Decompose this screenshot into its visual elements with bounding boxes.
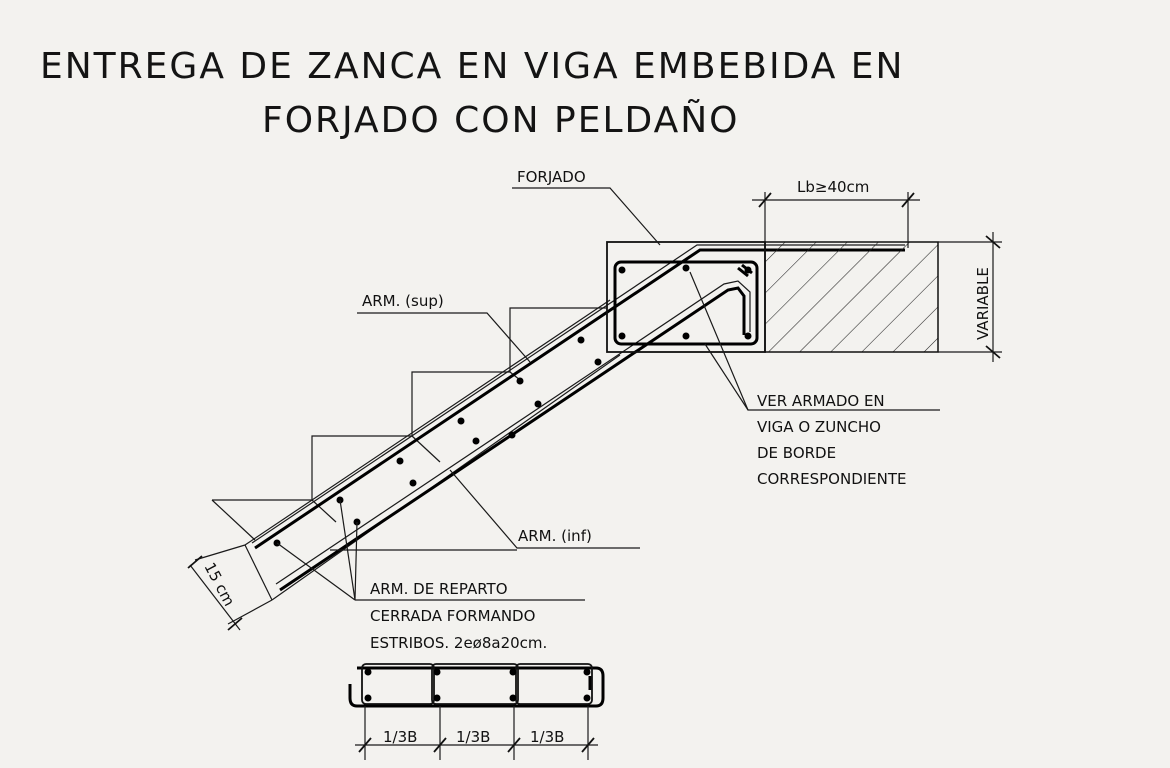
arm-sup-label: ARM. (sup)	[362, 292, 444, 310]
ver-armado-group: VER ARMADO EN VIGA O ZUNCHO DE BORDE COR…	[689, 271, 940, 488]
section-dimensions: 1/3B 1/3B 1/3B	[355, 706, 598, 760]
distribution-bars	[273, 336, 602, 547]
ver-armado-line-2: VIGA O ZUNCHO	[757, 418, 881, 436]
arm-sup-group: ARM. (sup)	[357, 292, 531, 363]
zanca-slab	[244, 299, 621, 601]
lower-rebar	[275, 280, 751, 592]
ver-armado-line-4: CORRESPONDIENTE	[757, 470, 907, 488]
reparto-line-2: CERRADA FORMANDO	[370, 607, 535, 625]
variable-dimension: VARIABLE	[938, 232, 1002, 362]
ver-armado-line-1: VER ARMADO EN	[757, 392, 885, 410]
forjado-label: FORJADO	[517, 168, 586, 186]
stirrup-section	[348, 663, 605, 708]
thickness-dimension: 15 cm	[187, 544, 273, 631]
thickness-label: 15 cm	[200, 559, 238, 609]
lb-dimension: Lb≥40cm	[752, 178, 920, 248]
lb-label: Lb≥40cm	[797, 178, 869, 196]
ver-armado-line-3: DE BORDE	[757, 444, 836, 462]
title-line-2: FORJADO CON PELDAÑO	[262, 99, 740, 141]
section-dim-1: 1/3B	[383, 728, 417, 746]
forjado-slab	[764, 241, 939, 353]
title-line-1: ENTREGA DE ZANCA EN VIGA EMBEBIDA EN	[40, 46, 904, 87]
reparto-line-3: ESTRIBOS. 2eø8a20cm.	[370, 634, 547, 652]
section-dim-2: 1/3B	[456, 728, 490, 746]
stair-steps	[211, 307, 607, 541]
section-dim-3: 1/3B	[530, 728, 564, 746]
reparto-group: ARM. DE REPARTO CERRADA FORMANDO ESTRIBO…	[276, 499, 585, 652]
variable-label: VARIABLE	[974, 267, 992, 340]
arm-inf-label: ARM. (inf)	[518, 527, 592, 545]
forjado-label-group: FORJADO	[512, 168, 661, 246]
reparto-line-1: ARM. DE REPARTO	[370, 580, 508, 598]
arm-inf-group: ARM. (inf)	[330, 469, 640, 551]
